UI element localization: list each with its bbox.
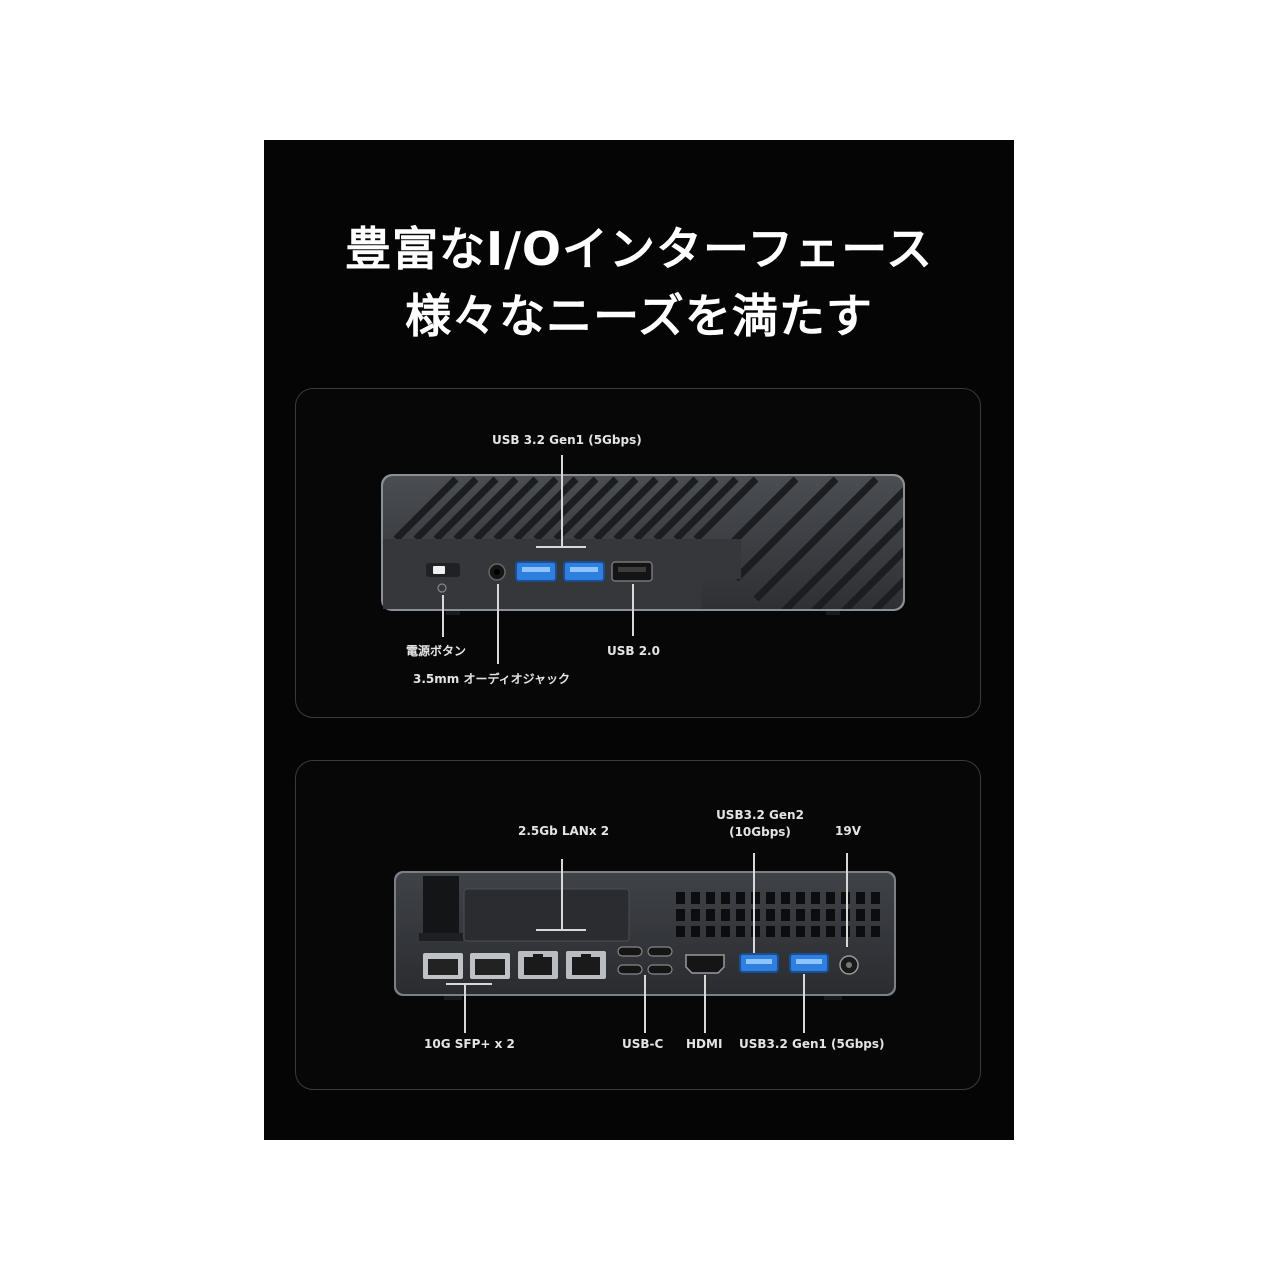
label-hdmi: HDMI [686, 1037, 723, 1051]
label-lan: 2.5Gb LANx 2 [518, 824, 610, 838]
label-usb20: USB 2.0 [607, 644, 660, 658]
label-usb32-gen2-line2: (10Gbps) [729, 825, 791, 839]
label-usb32-gen1-rear: USB3.2 Gen1 (5Gbps) [739, 1037, 885, 1051]
label-usb-c: USB-C [622, 1037, 664, 1051]
rear-io-panel: 2.5Gb LANx 2 USB3.2 Gen2 (10Gbps) 19V 10… [295, 760, 981, 1090]
headline-line-2: 様々なニーズを満たす [405, 289, 873, 343]
front-device-illustration [381, 474, 905, 615]
front-io-panel: USB 3.2 Gen1 (5Gbps) 電源ボタン USB 2.0 3.5mm… [295, 388, 981, 718]
label-usb32-gen1-front: USB 3.2 Gen1 (5Gbps) [492, 433, 642, 447]
headline-line-1: 豊富なI/Oインターフェース [345, 222, 933, 276]
label-19v: 19V [835, 824, 861, 838]
rear-device-illustration [394, 871, 896, 1000]
label-usb32-gen2-line1: USB3.2 Gen2 [716, 808, 804, 822]
label-sfp: 10G SFP+ x 2 [424, 1037, 515, 1051]
label-power-button: 電源ボタン [406, 644, 467, 658]
label-audio-jack: 3.5mm オーディオジャック [413, 672, 571, 686]
product-poster: 豊富なI/Oインターフェース 様々なニーズを満たす [264, 140, 1014, 1140]
